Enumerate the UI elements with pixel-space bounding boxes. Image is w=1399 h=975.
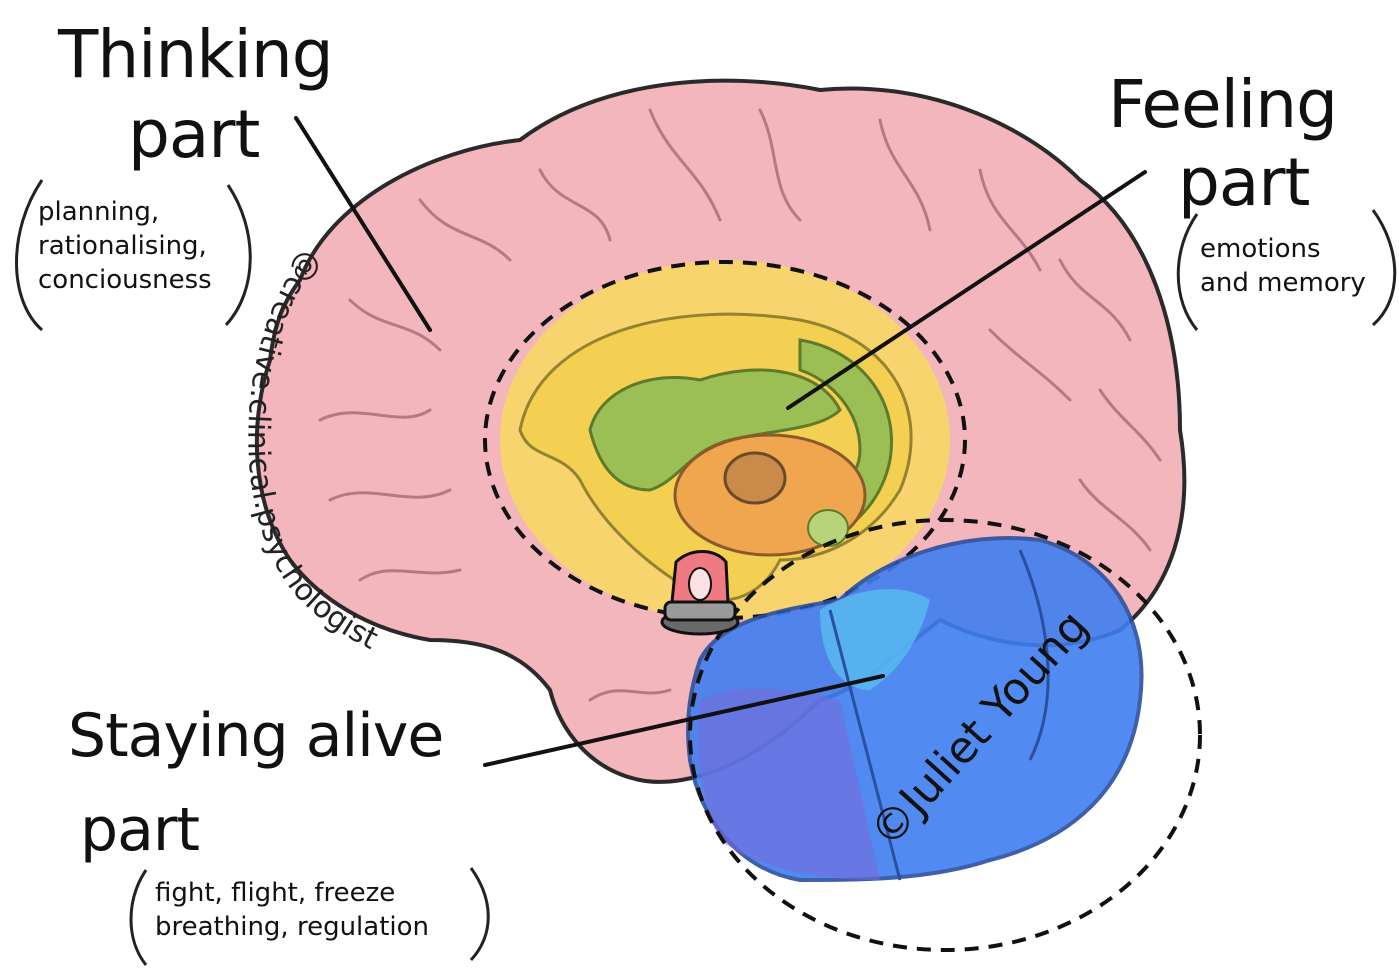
staying-title-2: part (80, 800, 199, 860)
feeling-title: Feeling (1108, 72, 1337, 138)
feeling-title-2: part (1178, 150, 1309, 216)
feeling-desc: emotions and memory (1200, 232, 1366, 300)
staying-desc: fight, flight, freeze breathing, regulat… (155, 876, 429, 944)
staying-title: Staying alive (68, 706, 443, 766)
thinking-title-2: part (128, 102, 259, 168)
thinking-desc: planning, rationalising, conciousness (38, 195, 212, 297)
thinking-title: Thinking (58, 22, 333, 88)
